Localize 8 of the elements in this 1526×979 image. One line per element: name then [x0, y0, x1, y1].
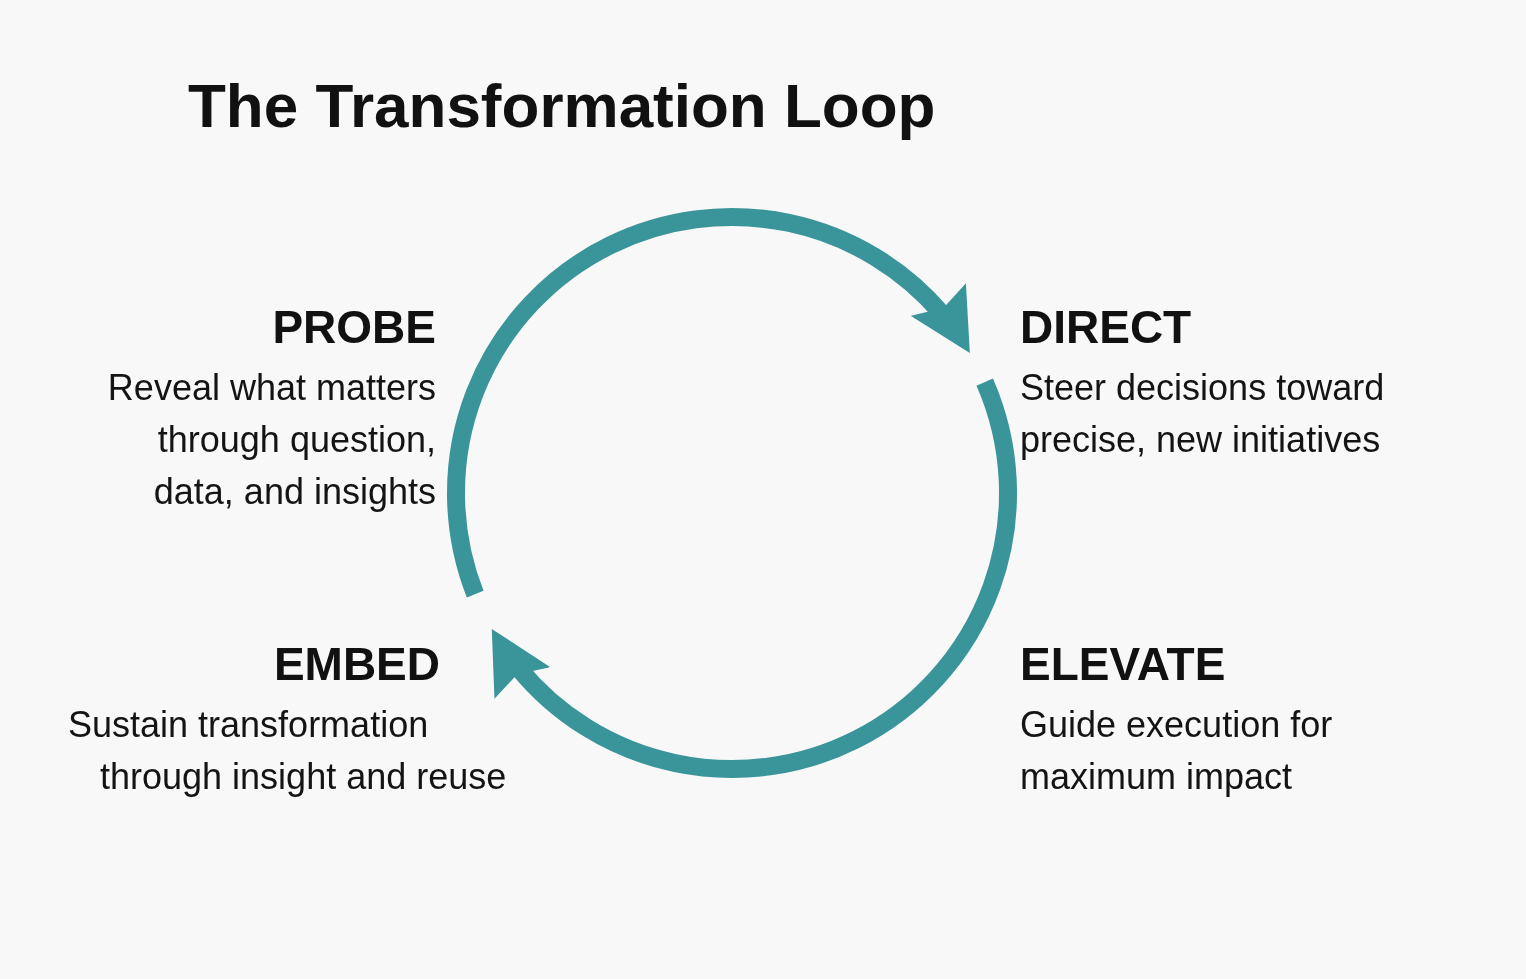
stage-heading: DIRECT [1020, 304, 1192, 350]
stage-description: Guide execution for maximum impact [1020, 703, 1334, 799]
stage-description: Sustain transformation through insight and reuse [68, 703, 507, 799]
stage-description: Reveal what matters through question, data, and insights [106, 366, 436, 514]
stage-heading: EMBED [273, 641, 440, 687]
stage-heading: PROBE [272, 304, 436, 350]
stage-description: Steer decisions toward precise, new initiatives [1020, 366, 1386, 462]
stage-heading: ELEVATE [1020, 641, 1226, 687]
